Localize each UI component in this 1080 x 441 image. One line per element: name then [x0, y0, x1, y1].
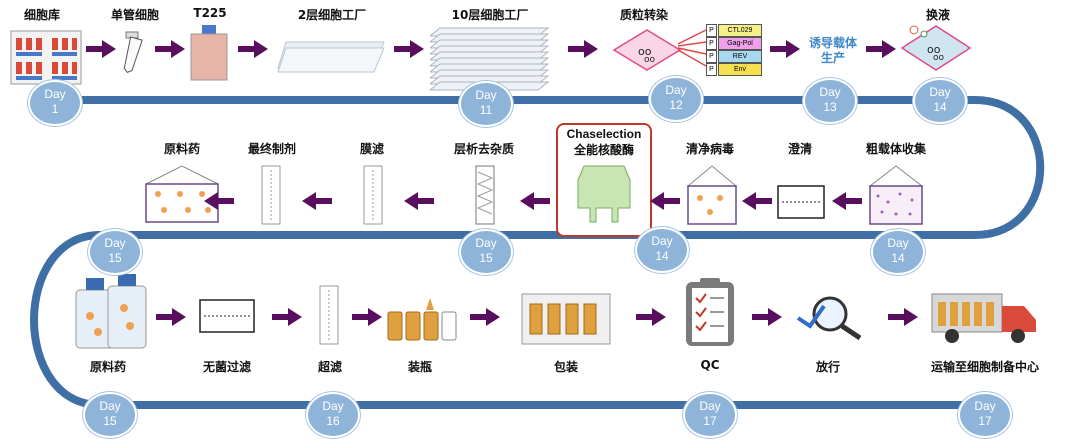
- chaselection-subtitle: 全能核酸酶: [573, 143, 634, 157]
- step-label-two-layer: 2层细胞工厂: [297, 8, 367, 22]
- arrow-icon: [156, 308, 186, 326]
- qc-clipboard-icon: [682, 276, 738, 348]
- step-label-final-formulation: 最终制剂: [247, 142, 297, 156]
- step-label-transfection: 质粒转染: [619, 8, 669, 22]
- ultrafiltration-column-image: [318, 284, 340, 346]
- plasmid-label: Env: [718, 63, 762, 76]
- svg-text:oo: oo: [933, 53, 945, 63]
- transfection-arrows: [678, 29, 707, 67]
- arrow-left-icon: [302, 192, 332, 210]
- step-label-release: 放行: [815, 360, 841, 374]
- drug-substance-bottles-image: [68, 272, 150, 350]
- plasmid-label: Gag-Pol: [718, 37, 762, 50]
- step-label-chromatography: 层析去杂质: [453, 142, 515, 156]
- arrow-left-icon: [650, 192, 680, 210]
- arrow-left-icon: [204, 192, 234, 210]
- t225-flask-image: [188, 24, 230, 82]
- step-label-membrane-filter: 膜滤: [359, 142, 385, 156]
- svg-text:oo: oo: [638, 45, 652, 58]
- clean-virus-bag-image: [684, 164, 740, 226]
- step-label-drug-substance-final: 原料药: [89, 360, 127, 374]
- step-label-shipping: 运输至细胞制备中心: [930, 360, 1040, 374]
- chromatography-column-image: [474, 164, 496, 226]
- step-label-crude-harvest: 粗载体收集: [865, 142, 927, 156]
- arrow-left-icon: [832, 192, 862, 210]
- step-label-t225: T225: [193, 6, 227, 20]
- arrow-icon: [770, 40, 800, 58]
- sterile-filter-image: [198, 298, 256, 334]
- step-label-qc: QC: [700, 358, 720, 372]
- arrow-icon: [394, 40, 424, 58]
- induce-vector-label: 诱导载体 生产: [808, 36, 857, 65]
- arrow-icon: [470, 308, 500, 326]
- arrow-icon: [155, 40, 185, 58]
- arrow-icon: [272, 308, 302, 326]
- two-layer-factory-image: [276, 38, 386, 74]
- truck-icon: [930, 290, 1038, 346]
- clarification-filter-image: [776, 184, 826, 220]
- step-label-drug-substance: 原料药: [163, 142, 201, 156]
- single-tube-image: [118, 30, 148, 75]
- arrow-left-icon: [520, 192, 550, 210]
- step-label-packaging: 包装: [553, 360, 579, 374]
- arrow-icon: [86, 40, 116, 58]
- arrow-icon: [866, 40, 896, 58]
- step-label-sterile-filtration: 无菌过滤: [202, 360, 252, 374]
- step-label-ten-layer: 10层细胞工厂: [451, 8, 529, 22]
- step-label-clean-virus: 清净病毒: [685, 142, 735, 156]
- step-label-cell-bank: 细胞库: [23, 8, 61, 22]
- plasmid-label: REV: [718, 50, 762, 63]
- arrow-icon: [238, 40, 268, 58]
- ten-layer-factory-image: [428, 22, 550, 94]
- step-label-clarification: 澄清: [787, 142, 813, 156]
- step-label-ultrafiltration: 超滤: [317, 360, 343, 374]
- step-label-vial-filling: 装瓶: [407, 360, 433, 374]
- arrow-icon: [352, 308, 382, 326]
- chaselection-highlight-box: Chaselection 全能核酸酶: [556, 123, 652, 237]
- chaselection-title: Chaselection: [566, 127, 642, 141]
- final-formulation-column-image: [260, 164, 282, 226]
- plasmid-label: CTL029: [718, 24, 762, 37]
- arrow-icon: [888, 308, 918, 326]
- nuclease-bottle-icon: [577, 165, 631, 223]
- release-magnifier-icon: [792, 294, 864, 341]
- packaging-image: [520, 290, 612, 346]
- step-label-single-tube: 单管细胞: [110, 8, 160, 22]
- membrane-filter-column-image: [362, 164, 384, 226]
- crude-harvest-bag-image: [866, 164, 926, 226]
- vial-filling-image: [386, 296, 458, 342]
- step-label-medium-change: 换液: [925, 8, 951, 22]
- arrow-left-icon: [742, 192, 772, 210]
- arrow-icon: [636, 308, 666, 326]
- arrow-icon: [752, 308, 782, 326]
- cell-bank-image: [10, 30, 82, 85]
- drug-substance-bag-image: [142, 164, 222, 224]
- arrow-left-icon: [404, 192, 434, 210]
- arrow-icon: [568, 40, 598, 58]
- svg-text:oo: oo: [927, 43, 941, 56]
- svg-text:oo: oo: [644, 55, 656, 65]
